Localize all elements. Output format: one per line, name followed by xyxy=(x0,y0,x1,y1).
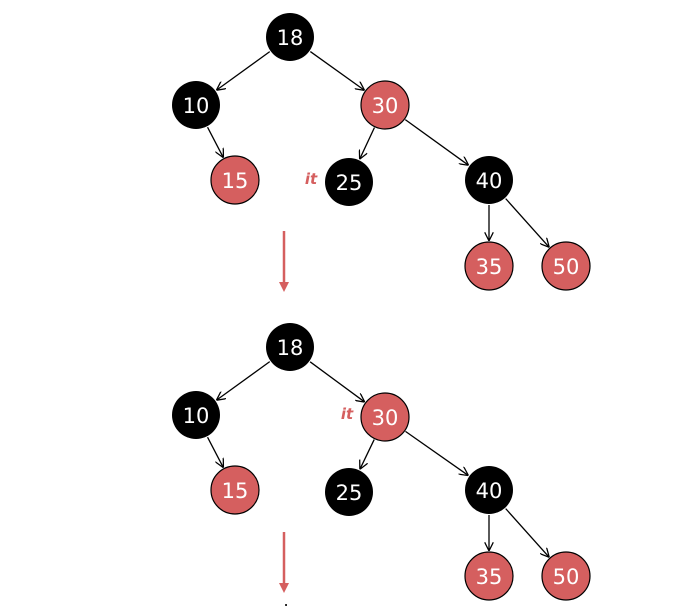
tree2-node-18-label: 18 xyxy=(277,336,304,360)
tree1-node-50-label: 50 xyxy=(553,255,580,279)
tree1-edge-18-10 xyxy=(217,51,271,90)
tree1-node-50-circle xyxy=(541,241,591,291)
tree1-node-25: 25 xyxy=(325,158,373,206)
tree2-node-50-label: 50 xyxy=(553,565,580,589)
tree1-node-35-circle xyxy=(464,241,514,291)
tree2-edge-30-25 xyxy=(360,439,375,469)
nodes-layer: 18 10 30 15 25 40 35 50 18 10 30 15 25 40 35 50 xyxy=(172,13,591,601)
tree1-node-35-label: 35 xyxy=(476,255,503,279)
tree2-edge-10-15 xyxy=(206,436,223,467)
tree2-node-40-circle xyxy=(465,466,513,514)
tree1-edge-40-50 xyxy=(505,198,549,247)
tree2-node-18: 18 xyxy=(266,323,314,371)
tree1-node-40-label: 40 xyxy=(476,169,503,193)
tree2-node-50-circle xyxy=(541,551,591,601)
tree2-node-15: 15 xyxy=(210,465,260,515)
tree2-iterator-label: it xyxy=(341,405,354,423)
tree1-node-10-label: 10 xyxy=(183,94,210,118)
tree2-node-15-label: 15 xyxy=(222,479,249,503)
tree1-node-50: 50 xyxy=(541,241,591,291)
tree2-edge-40-50 xyxy=(505,508,549,557)
tree1-node-30: 30 xyxy=(360,80,410,130)
tree2-node-40-label: 40 xyxy=(476,479,503,503)
tree1-edge-30-40 xyxy=(404,119,468,165)
tree1-node-25-circle xyxy=(325,158,373,206)
tree1-node-40: 40 xyxy=(465,156,513,204)
tree2-edge-18-10 xyxy=(217,361,271,400)
tree2-node-30-label: 30 xyxy=(372,406,399,430)
tree2-node-35-circle xyxy=(464,551,514,601)
tree1-edge-10-15 xyxy=(206,126,223,157)
tree2-node-25-label: 25 xyxy=(336,481,363,505)
tree1-node-15: 15 xyxy=(210,155,260,205)
tree2-node-18-circle xyxy=(266,323,314,371)
tree2-node-30-circle xyxy=(360,392,410,442)
tree2-edge-18-30 xyxy=(309,361,364,402)
tree1-node-18: 18 xyxy=(266,13,314,61)
tree1-edge-30-25 xyxy=(360,127,376,159)
tree1-node-10-circle xyxy=(172,81,220,129)
tree2-node-35: 35 xyxy=(464,551,514,601)
tree2-node-35-label: 35 xyxy=(476,565,503,589)
tree1-node-25-label: 25 xyxy=(336,171,363,195)
tree2-node-30: 30 xyxy=(360,392,410,442)
tree1-iterator-label: it xyxy=(305,170,318,188)
tree2-node-40: 40 xyxy=(465,466,513,514)
tree2-node-10: 10 xyxy=(172,391,220,439)
tree1-node-15-label: 15 xyxy=(222,169,249,193)
tree2-edge-30-40 xyxy=(405,430,467,475)
tree2-node-50: 50 xyxy=(541,551,591,601)
iterator-labels-layer: it it xyxy=(305,170,354,423)
tree1-node-30-label: 30 xyxy=(372,94,399,118)
edges-layer xyxy=(206,51,549,557)
tree1-node-15-circle xyxy=(210,155,260,205)
tree1-node-35: 35 xyxy=(464,241,514,291)
continuation-dot: . xyxy=(283,591,288,610)
tree2-node-10-circle xyxy=(172,391,220,439)
tree1-node-10: 10 xyxy=(172,81,220,129)
tree2-node-10-label: 10 xyxy=(183,404,210,428)
tree1-node-30-circle xyxy=(360,80,410,130)
tree2-node-25: 25 xyxy=(325,468,373,516)
tree1-edge-18-30 xyxy=(309,51,364,90)
tree1-node-18-circle xyxy=(266,13,314,61)
tree1-node-40-circle xyxy=(465,156,513,204)
tree2-node-15-circle xyxy=(210,465,260,515)
tree1-node-18-label: 18 xyxy=(277,26,304,50)
tree2-node-25-circle xyxy=(325,468,373,516)
